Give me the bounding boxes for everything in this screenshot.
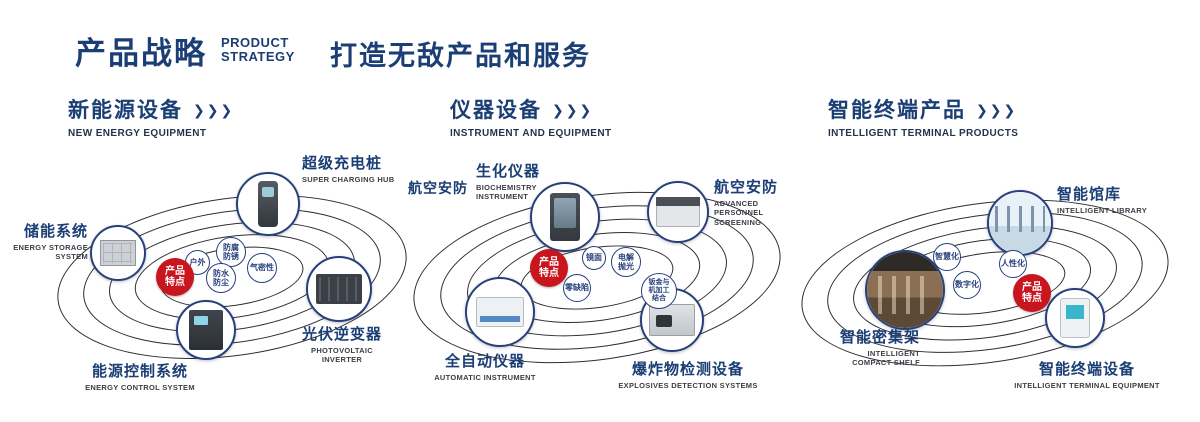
section-subtitle: NEW ENERGY EQUIPMENT <box>68 128 207 139</box>
node-energy-storage <box>90 225 146 281</box>
feature-bubble: 镜面 <box>582 246 606 270</box>
section-title: 仪器设备 <box>450 99 542 122</box>
energy-storage-image <box>100 240 136 266</box>
triple-chevron-icon: ❯❯❯ <box>193 101 235 118</box>
biochemistry-instrument-image <box>550 193 580 241</box>
label-automatic-instrument: 全自动仪器 AUTOMATIC INSTRUMENT <box>434 353 536 382</box>
feature-bubble: 智慧化 <box>933 243 961 271</box>
product-features-badge: 产品特点 <box>530 249 568 287</box>
section-header-terminal: 智能终端产品 ❯❯❯ INTELLIGENT TERMINAL PRODUCTS <box>828 94 1018 139</box>
section-title: 智能终端产品 <box>828 99 966 122</box>
product-features-badge: 产品特点 <box>1013 274 1051 312</box>
intelligent-library-image <box>989 192 1051 254</box>
node-intelligent-library <box>987 190 1053 256</box>
node-terminal-equipment <box>1045 288 1105 348</box>
automatic-instrument-image <box>476 297 524 327</box>
label-aviation-security-side: 航空安防 <box>408 180 468 196</box>
section-subtitle: INTELLIGENT TERMINAL PRODUCTS <box>828 128 1019 139</box>
label-terminal-equipment: 智能终端设备 INTELLIGENT TERMINAL EQUIPMENT <box>1014 361 1160 390</box>
feature-bubble: 气密性 <box>247 253 277 283</box>
super-charging-hub-image <box>258 181 278 227</box>
node-biochemistry-instrument <box>530 182 600 252</box>
triple-chevron-icon: ❯❯❯ <box>976 101 1018 118</box>
node-automatic-instrument <box>465 277 535 347</box>
feature-bubble: 电解抛光 <box>611 247 641 277</box>
section-header-new-energy: 新能源设备 ❯❯❯ NEW ENERGY EQUIPMENT <box>68 94 234 139</box>
page-title-en-line2: STRATEGY <box>221 48 295 64</box>
label-energy-storage: 储能系统 ENERGY STORAGE SYSTEM <box>13 223 88 262</box>
personnel-screening-image <box>656 197 700 227</box>
node-photovoltaic-inverter <box>306 256 372 322</box>
section-subtitle: INSTRUMENT AND EQUIPMENT <box>450 128 612 139</box>
label-photovoltaic-inverter: 光伏逆变器 PHOTOVOLTAIC INVERTER <box>301 326 382 365</box>
page-title-en-line1: PRODUCT <box>221 35 289 50</box>
label-biochemistry-instrument: 生化仪器 BIOCHEMISTRY INSTRUMENT <box>476 163 541 202</box>
label-personnel-screening: 航空安防 ADVANCED PERSONNEL SCREENING <box>714 179 779 227</box>
node-super-charging-hub <box>236 172 300 236</box>
section-title: 新能源设备 <box>68 99 183 122</box>
feature-bubble: 防水防尘 <box>206 263 236 293</box>
label-intelligent-library: 智能馆库 INTELLIGENT LIBRARY <box>1057 186 1148 215</box>
page-tagline: 打造无敌产品和服务 <box>330 41 591 71</box>
triple-chevron-icon: ❯❯❯ <box>552 101 594 118</box>
explosives-detection-image <box>649 304 695 336</box>
section-header-instrument: 仪器设备 ❯❯❯ INSTRUMENT AND EQUIPMENT <box>450 94 611 139</box>
label-energy-control: 能源控制系统 ENERGY CONTROL SYSTEM <box>85 363 195 392</box>
product-features-badge: 产品特点 <box>156 258 194 296</box>
node-personnel-screening <box>647 181 709 243</box>
page-title-en: PRODUCT STRATEGY <box>221 36 295 63</box>
feature-bubble: 人性化 <box>999 250 1027 278</box>
label-compact-shelf: 智能密集架 INTELLIGENT COMPACT SHELF <box>839 329 920 368</box>
feature-bubble: 钣金与机加工结合 <box>641 273 677 309</box>
node-energy-control <box>176 300 236 360</box>
photovoltaic-inverter-image <box>316 274 362 304</box>
label-explosives-detection: 爆炸物检测设备 EXPLOSIVES DETECTION SYSTEMS <box>618 361 758 390</box>
node-compact-shelf <box>865 250 945 330</box>
terminal-equipment-image <box>1060 298 1090 338</box>
compact-shelf-image <box>867 252 943 328</box>
energy-control-image <box>189 310 223 350</box>
feature-bubble: 零缺陷 <box>563 274 591 302</box>
page-title: 产品战略 <box>75 36 207 71</box>
feature-bubble: 数字化 <box>953 271 981 299</box>
label-super-charging-hub: 超级充电桩 SUPER CHARGING HUB <box>302 155 395 184</box>
